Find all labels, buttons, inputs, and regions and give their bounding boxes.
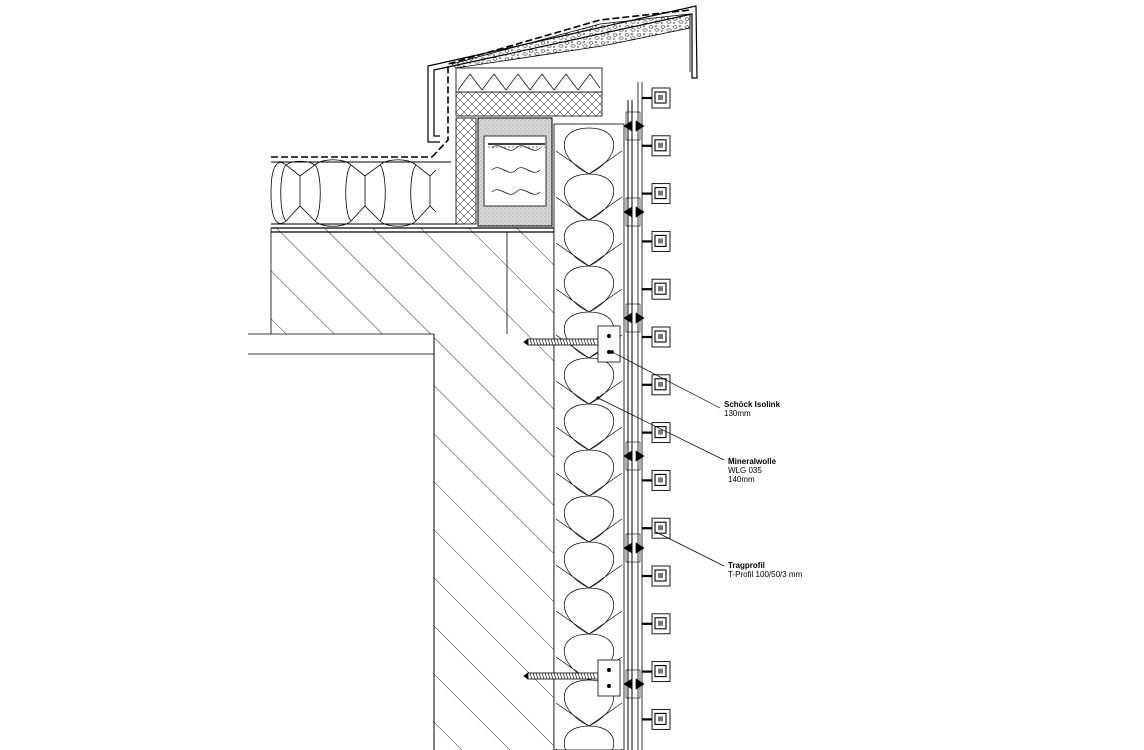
- leader-mineralwolle: [597, 397, 725, 461]
- label-tragprofil-line1: T-Profil 100/50/3 mm: [728, 570, 803, 579]
- profile-clip: [623, 533, 645, 563]
- cladding-holder: [642, 183, 671, 205]
- cladding-holder: [642, 326, 671, 348]
- cladding-holder: [642, 230, 671, 252]
- label-mineralwolle-line2: 140mm: [728, 475, 755, 484]
- profile-clip: [623, 111, 645, 141]
- profile-clip: [623, 441, 645, 471]
- cladding-holder: [642, 278, 671, 300]
- cladding-holder: [642, 422, 671, 444]
- label-tragprofil: Tragprofil T-Profil 100/50/3 mm: [728, 561, 802, 579]
- leader-isolink: [611, 351, 721, 409]
- insulation-batt-symbol: [555, 127, 623, 750]
- cladding-holder: [642, 469, 671, 491]
- cladding-holder: [642, 87, 671, 109]
- isolink-anchor: [523, 325, 621, 697]
- cladding-holder: [642, 661, 671, 683]
- label-tragprofil-title: Tragprofil: [728, 561, 765, 570]
- label-mineralwolle: Mineralwolle WLG 035 140mm: [728, 457, 776, 484]
- leader-tragprofil: [655, 531, 725, 567]
- cladding-holder: [642, 517, 671, 539]
- label-isolink: Schöck Isolink 130mm: [724, 400, 780, 418]
- cladding-holder: [642, 565, 671, 587]
- cladding-holder: [642, 374, 671, 396]
- label-mineralwolle-title: Mineralwolle: [728, 457, 777, 466]
- profile-clip: [623, 303, 645, 333]
- parapet-cap: [427, 5, 698, 143]
- cladding-holder: [642, 135, 671, 157]
- roof-insulation: [270, 156, 460, 227]
- isolink-anchor-2: [523, 659, 621, 697]
- profile-clip: [623, 197, 645, 227]
- cladding-holder: [642, 613, 671, 635]
- profile-clip: [623, 669, 645, 699]
- facade-insulation: [553, 123, 625, 750]
- label-isolink-line1: 130mm: [724, 409, 751, 418]
- leader-lines: [596, 350, 725, 567]
- facade-cladding: [642, 87, 671, 730]
- cladding-holder: [642, 708, 671, 730]
- label-mineralwolle-line1: WLG 035: [728, 466, 762, 475]
- concrete-slab: [248, 227, 554, 355]
- label-isolink-title: Schöck Isolink: [724, 400, 781, 409]
